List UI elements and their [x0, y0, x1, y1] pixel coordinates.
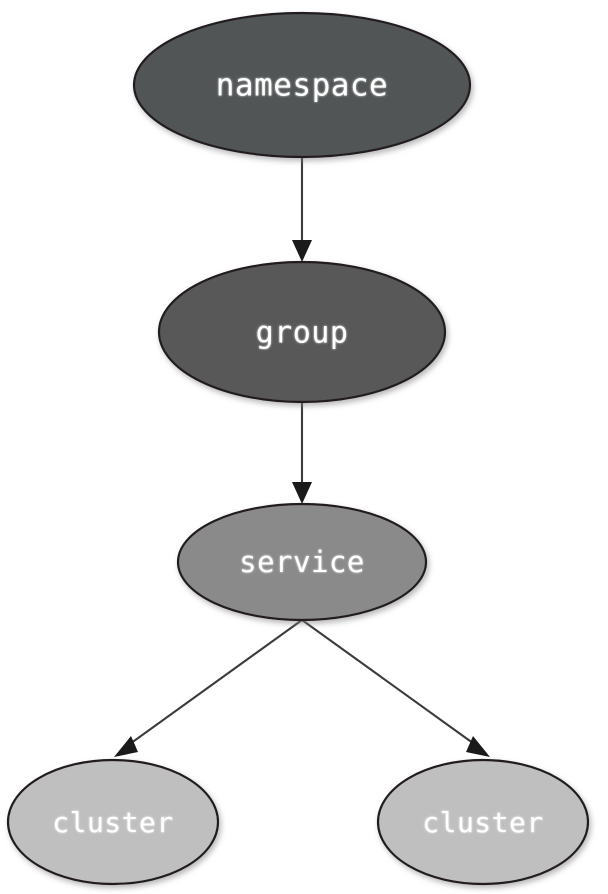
node-service-shape[interactable]	[176, 502, 428, 622]
node-service-label: service	[239, 545, 365, 579]
edge-group	[114, 157, 490, 757]
node-cluster-left[interactable]: cluster	[6, 758, 220, 886]
edge-group-service-arrowhead	[292, 482, 312, 504]
node-group-label: group	[256, 316, 349, 351]
node-group-shape[interactable]	[157, 260, 447, 404]
edge-service-cluster-left	[114, 619, 303, 757]
edge-namespace-group	[292, 157, 312, 262]
node-cluster-right-shape[interactable]	[376, 758, 590, 886]
edge-service-cluster-left-line	[126, 619, 303, 747]
node-namespace-label: namespace	[216, 68, 388, 104]
edge-service-cluster-right-line	[301, 619, 478, 747]
node-cluster-left-shape[interactable]	[6, 758, 220, 886]
node-group: namespace group service cluster cluster	[6, 11, 590, 886]
edge-service-cluster-left-arrowhead	[114, 736, 138, 757]
node-service[interactable]: service	[176, 502, 428, 622]
edge-service-cluster-right-arrowhead	[466, 736, 490, 757]
edge-namespace-group-arrowhead	[292, 240, 312, 262]
node-namespace[interactable]: namespace	[132, 11, 472, 159]
edge-group-service	[292, 403, 312, 504]
node-cluster-left-label: cluster	[52, 806, 174, 839]
node-cluster-right[interactable]: cluster	[376, 758, 590, 886]
edge-service-cluster-right	[301, 619, 490, 757]
node-namespace-shape[interactable]	[132, 11, 472, 159]
node-cluster-right-label: cluster	[422, 806, 544, 839]
node-group-entity[interactable]: group	[157, 260, 447, 404]
